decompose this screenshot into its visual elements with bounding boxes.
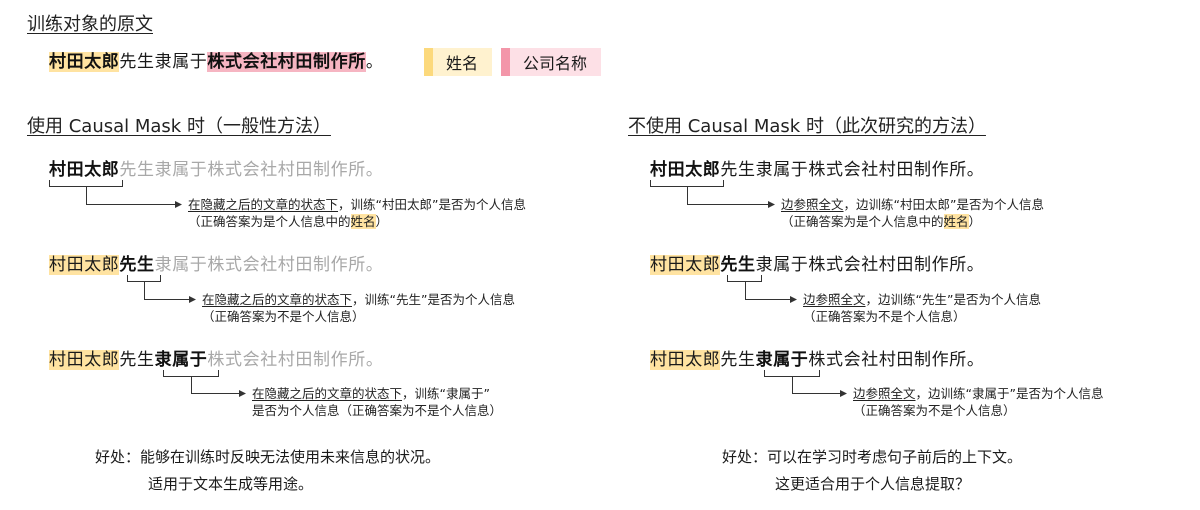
note-text: ，训练“隶属于” bbox=[402, 386, 490, 401]
note-emphasis: 边参照全文 bbox=[781, 197, 844, 212]
legend-name-swatch bbox=[424, 48, 433, 76]
benefit-label: 好处： bbox=[722, 448, 768, 466]
masked-text: 先生隶属于株式会社村田制作所。 bbox=[119, 160, 384, 180]
note-answer: 是否为个人信息（正确答案为不是个人信息） bbox=[252, 403, 503, 418]
target-token: 先生 bbox=[119, 255, 155, 275]
context-text: 先生隶属于株式会社村田制作所。 bbox=[720, 160, 985, 180]
note-emphasis: 在隐藏之后的文章的状态下 bbox=[252, 386, 403, 401]
note-answer: （正确答案为不是个人信息） bbox=[803, 309, 966, 324]
right-panel-heading: 不使用 Causal Mask 时（此次研究的方法） bbox=[628, 116, 986, 137]
right-benefit: 好处：可以在学习时考虑句子前后的上下文。 这更适合用于个人信息提取？ bbox=[722, 444, 1022, 498]
right-row-2-note: 边参照全文，边训练“先生”是否为个人信息 （正确答案为不是个人信息） bbox=[803, 291, 1041, 325]
right-row-1-sentence: 村田太郎先生隶属于株式会社村田制作所。 bbox=[650, 159, 984, 181]
context-text: 先生 bbox=[720, 350, 756, 370]
note-text: ，训练“村田太郎”是否为个人信息 bbox=[338, 197, 526, 212]
legend-company-label: 公司名称 bbox=[510, 48, 602, 76]
sentence-end: 。 bbox=[365, 52, 384, 72]
name-entity: 村田太郎 bbox=[49, 255, 120, 275]
benefit-label: 好处： bbox=[95, 448, 141, 466]
benefit-line-1: 可以在学习时考虑句子前后的上下文。 bbox=[767, 448, 1023, 466]
name-entity: 村田太郎 bbox=[49, 350, 120, 370]
left-row-3-sentence: 村田太郎先生隶属于株式会社村田制作所。 bbox=[49, 349, 383, 371]
note-text: ，边训练“村田太郎”是否为个人信息 bbox=[843, 197, 1044, 212]
context-text: 株式会社村田制作所。 bbox=[808, 350, 985, 370]
context-text: 隶属于株式会社村田制作所。 bbox=[755, 255, 985, 275]
left-row-2-note: 在隐藏之后的文章的状态下，训练“先生”是否为个人信息 （正确答案为不是个人信息） bbox=[202, 291, 515, 325]
name-entity: 村田太郎 bbox=[650, 255, 721, 275]
right-row-1-note: 边参照全文，边训练“村田太郎”是否为个人信息 （正确答案为是个人信息中的姓名） bbox=[781, 196, 1044, 230]
legend-company-swatch bbox=[501, 48, 510, 76]
legend-name: 姓名 bbox=[424, 48, 493, 76]
left-row-1-note: 在隐藏之后的文章的状态下，训练“村田太郎”是否为个人信息 （正确答案为是个人信息… bbox=[188, 196, 526, 230]
left-row-2-sentence: 村田太郎先生隶属于株式会社村田制作所。 bbox=[49, 254, 383, 276]
masked-text: 株式会社村田制作所。 bbox=[207, 350, 384, 370]
company-entity: 株式会社村田制作所 bbox=[207, 52, 366, 72]
left-benefit: 好处：能够在训练时反映无法使用未来信息的状况。 适用于文本生成等用途。 bbox=[95, 444, 440, 498]
left-panel-heading: 使用 Causal Mask 时（一般性方法） bbox=[27, 116, 331, 137]
right-row-3-sentence: 村田太郎先生隶属于株式会社村田制作所。 bbox=[650, 349, 984, 371]
benefit-line-2: 适用于文本生成等用途。 bbox=[148, 475, 314, 493]
sentence-middle: 先生隶属于 bbox=[119, 52, 208, 72]
answer-highlight-name: 姓名 bbox=[943, 214, 969, 229]
original-sentence: 村田太郎先生隶属于株式会社村田制作所。 bbox=[49, 51, 383, 73]
left-row-3-note: 在隐藏之后的文章的状态下，训练“隶属于” 是否为个人信息（正确答案为不是个人信息… bbox=[252, 385, 502, 419]
left-row-1-sentence: 村田太郎先生隶属于株式会社村田制作所。 bbox=[49, 159, 383, 181]
target-token: 隶属于 bbox=[154, 350, 208, 370]
name-entity: 村田太郎 bbox=[49, 52, 120, 72]
note-text: ，边训练“隶属于”是否为个人信息 bbox=[915, 386, 1104, 401]
note-answer-end: ） bbox=[968, 214, 982, 229]
note-answer: （正确答案为不是个人信息） bbox=[853, 403, 1016, 418]
target-token: 村田太郎 bbox=[650, 160, 721, 180]
benefit-line-2: 这更适合用于个人信息提取？ bbox=[775, 475, 971, 493]
note-answer-end: ） bbox=[375, 214, 389, 229]
benefit-line-1: 能够在训练时反映无法使用未来信息的状况。 bbox=[140, 448, 441, 466]
right-row-3-note: 边参照全文，边训练“隶属于”是否为个人信息 （正确答案为不是个人信息） bbox=[853, 385, 1103, 419]
note-emphasis: 边参照全文 bbox=[803, 292, 866, 307]
right-row-2-sentence: 村田太郎先生隶属于株式会社村田制作所。 bbox=[650, 254, 984, 276]
name-entity: 村田太郎 bbox=[650, 350, 721, 370]
original-text-title: 训练对象的原文 bbox=[27, 14, 153, 35]
legend-name-label: 姓名 bbox=[433, 48, 493, 76]
note-answer: （正确答案为是个人信息中的 bbox=[188, 214, 351, 229]
note-emphasis: 边参照全文 bbox=[853, 386, 916, 401]
context-text: 先生 bbox=[119, 350, 155, 370]
note-emphasis: 在隐藏之后的文章的状态下 bbox=[188, 197, 339, 212]
note-text: ，训练“先生”是否为个人信息 bbox=[352, 292, 515, 307]
target-token: 村田太郎 bbox=[49, 160, 120, 180]
legend-company: 公司名称 bbox=[501, 48, 602, 76]
note-answer: （正确答案为不是个人信息） bbox=[202, 309, 365, 324]
answer-highlight-name: 姓名 bbox=[350, 214, 376, 229]
masked-text: 隶属于株式会社村田制作所。 bbox=[154, 255, 384, 275]
target-token: 隶属于 bbox=[755, 350, 809, 370]
target-token: 先生 bbox=[720, 255, 756, 275]
note-emphasis: 在隐藏之后的文章的状态下 bbox=[202, 292, 353, 307]
note-answer: （正确答案为是个人信息中的 bbox=[781, 214, 944, 229]
note-text: ，边训练“先生”是否为个人信息 bbox=[865, 292, 1041, 307]
